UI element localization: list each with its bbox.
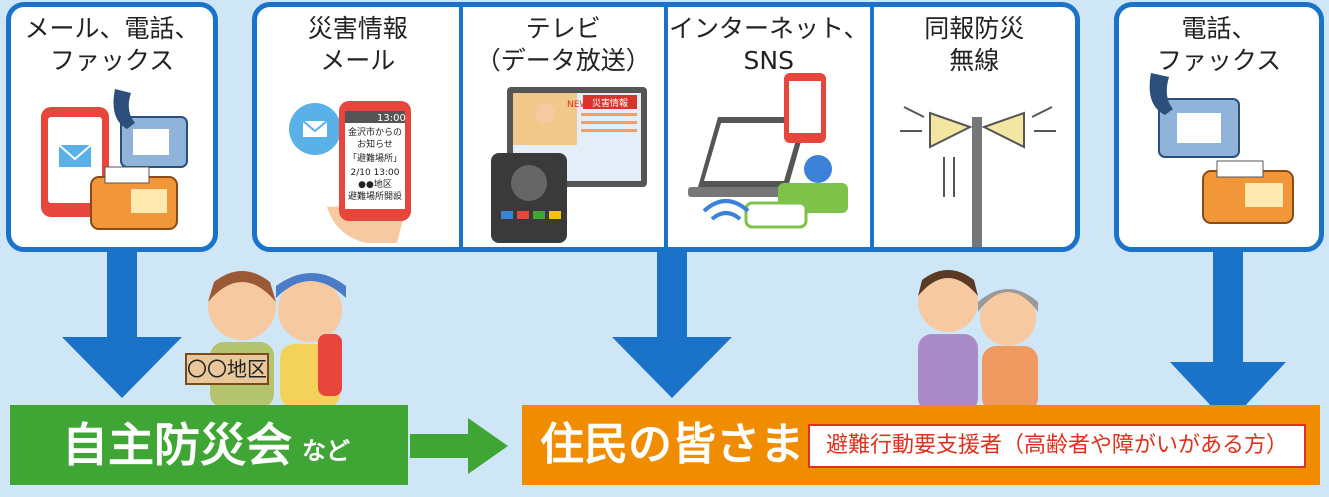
cell-tv: テレビ （データ放送） NEWS 災害情報 (463, 7, 668, 247)
community-people-illustration: 〇〇地区 (185, 271, 346, 408)
card-mail-phone-fax: メール、電話、 ファックス (6, 2, 218, 252)
bar-main-label: 住民の皆さま (540, 419, 804, 470)
card-title: 電話、 ファックス (1156, 14, 1282, 75)
tv-remote-illustration: NEWS 災害情報 (490, 87, 647, 243)
bar-main-label: 自主防災会 (62, 418, 292, 472)
telephone-icon (1149, 73, 1240, 158)
card-title: テレビ （データ放送） (475, 14, 651, 75)
phone-fax-illustration-right (1149, 73, 1294, 224)
svg-text:避難場所開設: 避難場所開設 (348, 190, 402, 202)
phone-time: 13:00 (377, 113, 406, 124)
svg-text:お知らせ: お知らせ (357, 138, 393, 150)
cell-disaster-mail: 災害情報 メール 13:00 金沢市からの お知らせ 「避難場所」 2/10 1… (257, 7, 463, 247)
card-title: 災害情報 メール (307, 14, 408, 75)
svg-text:NEWS: NEWS (567, 100, 594, 110)
fax-icon (90, 166, 178, 230)
speaker-tower-illustration (899, 106, 1056, 247)
orange-bar-residents: 住民の皆さま 避難行動要支援者（高齢者や障がいがある方） (522, 405, 1320, 485)
svg-text:「避難場所」: 「避難場所」 (348, 152, 402, 164)
smartphone-icon (41, 107, 109, 217)
bar-suffix-label: など (302, 437, 350, 465)
cell-disaster-radio: 同報防災 無線 (874, 7, 1076, 247)
svg-text:金沢市からの: 金沢市からの (348, 126, 402, 138)
elderly-support-illustration (918, 270, 1038, 412)
card-group-media: 災害情報 メール 13:00 金沢市からの お知らせ 「避難場所」 2/10 1… (252, 2, 1080, 252)
arrow-right-green (410, 418, 508, 474)
card-phone-fax: 電話、 ファックス (1114, 2, 1324, 252)
svg-text:●●地区: ●●地区 (358, 178, 392, 190)
hand-phone-illustration: 13:00 金沢市からの お知らせ 「避難場所」 2/10 13:00 ●●地区… (289, 101, 411, 243)
area-sign: 〇〇地区 (187, 357, 267, 381)
card-title: メール、電話、 ファックス (24, 14, 200, 75)
svg-text:2/10 13:00: 2/10 13:00 (350, 168, 399, 178)
arrow-down-left (62, 252, 182, 398)
svg-text:災害情報: 災害情報 (591, 97, 627, 109)
card-title: インターネット、 SNS (668, 14, 869, 75)
laptop-sns-illustration (688, 73, 848, 229)
green-bar-community: 自主防災会 など (10, 405, 408, 485)
arrow-down-center (612, 252, 732, 398)
support-needed-tag: 避難行動要支援者（高齢者や障がいがある方） (808, 424, 1306, 468)
telephone-icon (113, 89, 188, 168)
phone-fax-illustration (41, 89, 188, 230)
card-title: 同報防災 無線 (924, 14, 1025, 75)
cell-internet-sns: インターネット、 SNS (668, 7, 874, 247)
arrow-down-right (1170, 252, 1286, 424)
fax-icon (1202, 160, 1294, 224)
